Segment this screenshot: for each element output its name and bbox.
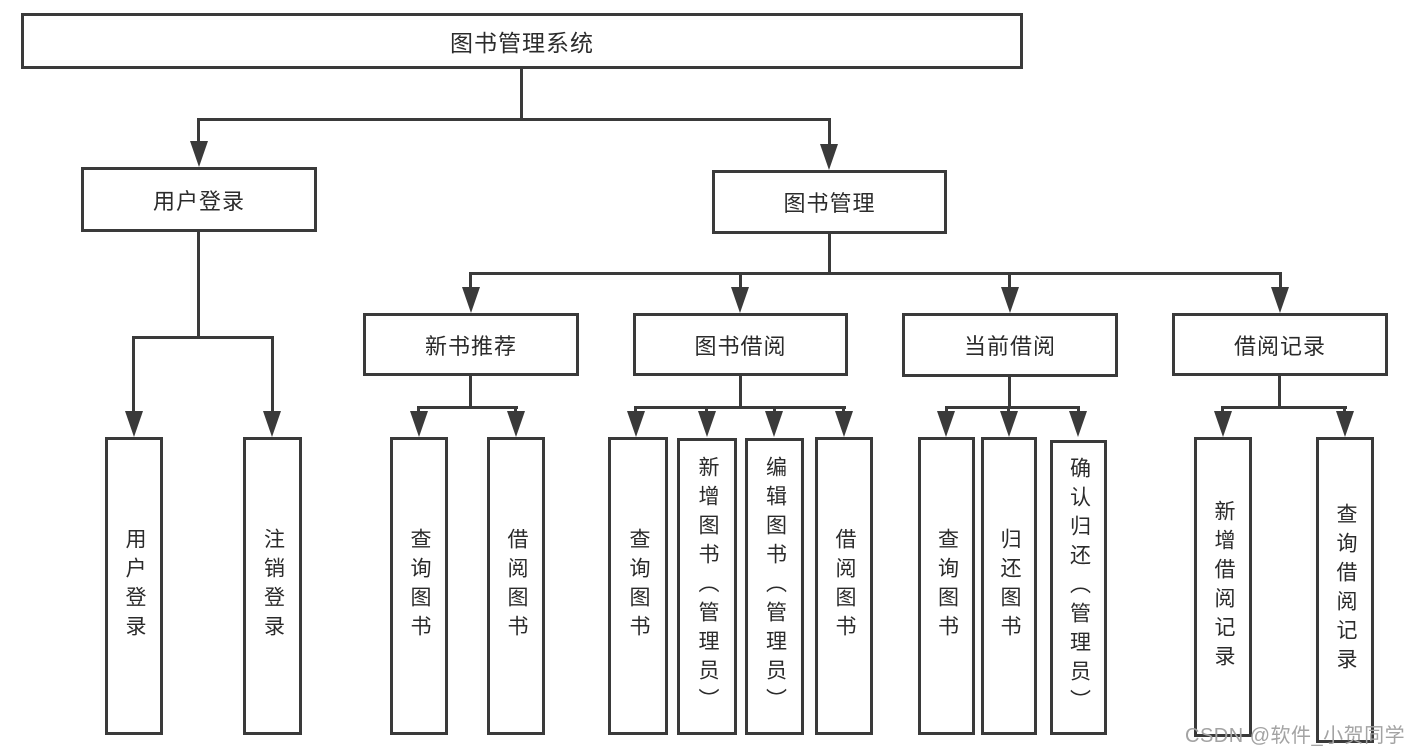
connector-root-stub	[520, 68, 523, 121]
node-borrow-records-label: 借阅记录	[1233, 333, 1326, 359]
arrow-down-icon	[190, 141, 208, 167]
connector-leg	[132, 336, 135, 411]
node-root-label: 图书管理系统	[450, 30, 594, 56]
leaf-newbook-borrow-label: 借阅图书	[505, 528, 528, 644]
arrow-down-icon	[1001, 287, 1019, 313]
leaf-current-confirm-label: 确认归还（管理员）	[1067, 457, 1091, 718]
connector-leg	[842, 406, 845, 411]
connector-leg	[1008, 272, 1011, 287]
leaf-logout-label: 注销登录	[261, 528, 285, 644]
arrow-down-icon	[1000, 411, 1018, 437]
connector-leg-book-management	[828, 118, 831, 146]
arrow-down-icon	[820, 144, 838, 170]
connector-leg	[705, 406, 708, 411]
leaf-user-login: 用户登录	[105, 437, 163, 735]
node-book-borrow-label: 图书借阅	[694, 333, 787, 359]
arrow-down-icon	[507, 411, 525, 437]
node-current-borrow: 当前借阅	[902, 313, 1118, 377]
arrow-down-icon	[462, 287, 480, 313]
node-user-login-label: 用户登录	[152, 188, 245, 214]
leaf-user-login-label: 用户登录	[123, 528, 146, 644]
connector-leg	[514, 406, 517, 411]
node-new-book-recommend-label: 新书推荐	[424, 333, 517, 359]
leaf-borrow-add: 新增图书（管理员）	[677, 438, 737, 735]
connector-leg	[739, 272, 742, 287]
connector-leg	[469, 272, 472, 287]
leaf-borrow-edit-label: 编辑图书（管理员）	[763, 456, 787, 717]
node-book-management: 图书管理	[712, 170, 947, 234]
connector-current-borrow-stub	[1008, 377, 1011, 409]
arrow-down-icon	[765, 411, 783, 437]
leaf-record-query: 查询借阅记录	[1316, 437, 1374, 743]
connector-book-borrow-rail	[634, 406, 846, 409]
connector-user-login-rail	[132, 336, 274, 339]
watermark: CSDN @软件_小贺同学	[1185, 725, 1405, 747]
node-root: 图书管理系统	[21, 13, 1023, 69]
connector-book-management-rail	[469, 272, 1282, 275]
connector-leg	[1279, 272, 1282, 287]
arrow-down-icon	[263, 411, 281, 437]
connector-leg-user-login	[197, 118, 200, 143]
leaf-record-add-label: 新增借阅记录	[1212, 500, 1235, 674]
connector-borrow-records-stub	[1278, 376, 1281, 409]
leaf-newbook-query: 查询图书	[390, 437, 448, 735]
connector-leg	[271, 336, 274, 411]
arrow-down-icon	[1271, 287, 1289, 313]
leaf-record-add: 新增借阅记录	[1194, 437, 1252, 737]
leaf-current-return-label: 归还图书	[998, 528, 1021, 644]
leaf-borrow-borrow: 借阅图书	[815, 437, 873, 735]
leaf-newbook-borrow: 借阅图书	[487, 437, 545, 735]
connector-user-login-stub	[197, 232, 200, 339]
leaf-borrow-add-label: 新增图书（管理员）	[696, 456, 719, 717]
leaf-current-query: 查询图书	[918, 437, 975, 735]
leaf-record-query-label: 查询借阅记录	[1334, 503, 1357, 677]
connector-new-book-rail	[417, 406, 518, 409]
leaf-logout: 注销登录	[243, 437, 302, 735]
arrow-down-icon	[1336, 411, 1354, 437]
connector-book-management-stub	[828, 234, 831, 275]
node-book-borrow: 图书借阅	[633, 313, 848, 376]
leaf-borrow-query-label: 查询图书	[627, 528, 650, 644]
connector-book-borrow-stub	[739, 376, 742, 409]
arrow-down-icon	[125, 411, 143, 437]
arrow-down-icon	[627, 411, 645, 437]
connector-borrow-records-rail	[1221, 406, 1347, 409]
connector-leg	[1343, 406, 1346, 411]
node-new-book-recommend: 新书推荐	[363, 313, 579, 376]
connector-leg	[417, 406, 420, 411]
node-book-management-label: 图书管理	[783, 191, 876, 216]
node-user-login: 用户登录	[81, 167, 317, 232]
connector-current-borrow-rail	[945, 406, 1080, 409]
leaf-borrow-borrow-label: 借阅图书	[833, 528, 856, 644]
leaf-newbook-query-label: 查询图书	[408, 528, 431, 644]
leaf-current-confirm: 确认归还（管理员）	[1050, 440, 1107, 735]
arrow-down-icon	[1069, 411, 1087, 437]
connector-leg	[1221, 406, 1224, 411]
connector-new-book-stub	[469, 376, 472, 409]
leaf-current-query-label: 查询图书	[935, 528, 959, 644]
leaf-borrow-edit: 编辑图书（管理员）	[745, 438, 804, 735]
arrow-down-icon	[1214, 411, 1232, 437]
arrow-down-icon	[731, 287, 749, 313]
leaf-current-return: 归还图书	[981, 437, 1037, 735]
node-borrow-records: 借阅记录	[1172, 313, 1388, 376]
leaf-borrow-query: 查询图书	[608, 437, 668, 735]
connector-leg	[773, 406, 776, 411]
connector-root-rail	[197, 118, 831, 121]
node-current-borrow-label: 当前借阅	[963, 334, 1056, 359]
connector-leg	[634, 406, 637, 411]
connector-leg	[1077, 406, 1080, 411]
connector-leg	[1007, 406, 1010, 411]
arrow-down-icon	[835, 411, 853, 437]
arrow-down-icon	[937, 411, 955, 437]
arrow-down-icon	[410, 411, 428, 437]
arrow-down-icon	[698, 411, 716, 437]
connector-leg	[945, 406, 948, 411]
